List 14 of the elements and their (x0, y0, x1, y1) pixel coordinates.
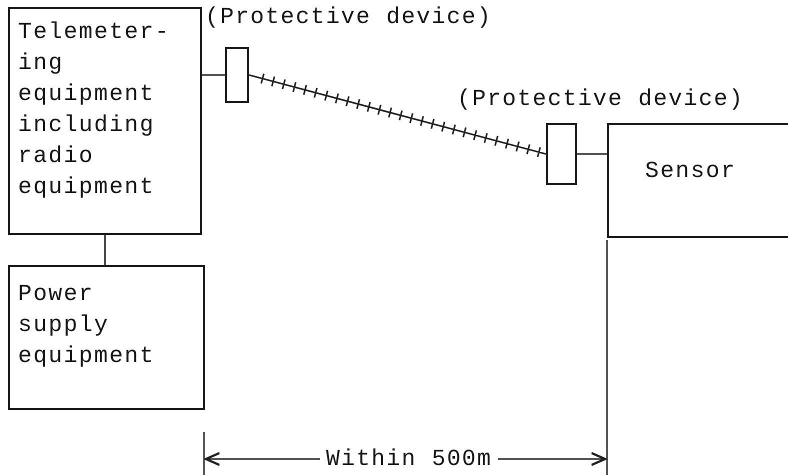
equipment-box (8, 265, 205, 410)
connector-line (577, 153, 607, 155)
equipment-box (8, 7, 202, 235)
protective-device-box (225, 47, 249, 103)
device-label: (Protective device) (205, 4, 492, 30)
equipment-box (607, 123, 788, 238)
box-label: Power supply equipment (18, 280, 156, 371)
box-label: Telemeter-ing equipment including radio equipment (18, 18, 172, 202)
device-label: (Protective device) (457, 86, 744, 112)
connector-line (202, 74, 225, 76)
connector-line (104, 235, 106, 265)
hatched-cable (248, 72, 547, 158)
protective-device-box (546, 123, 577, 185)
box-label: Sensor (645, 157, 738, 186)
